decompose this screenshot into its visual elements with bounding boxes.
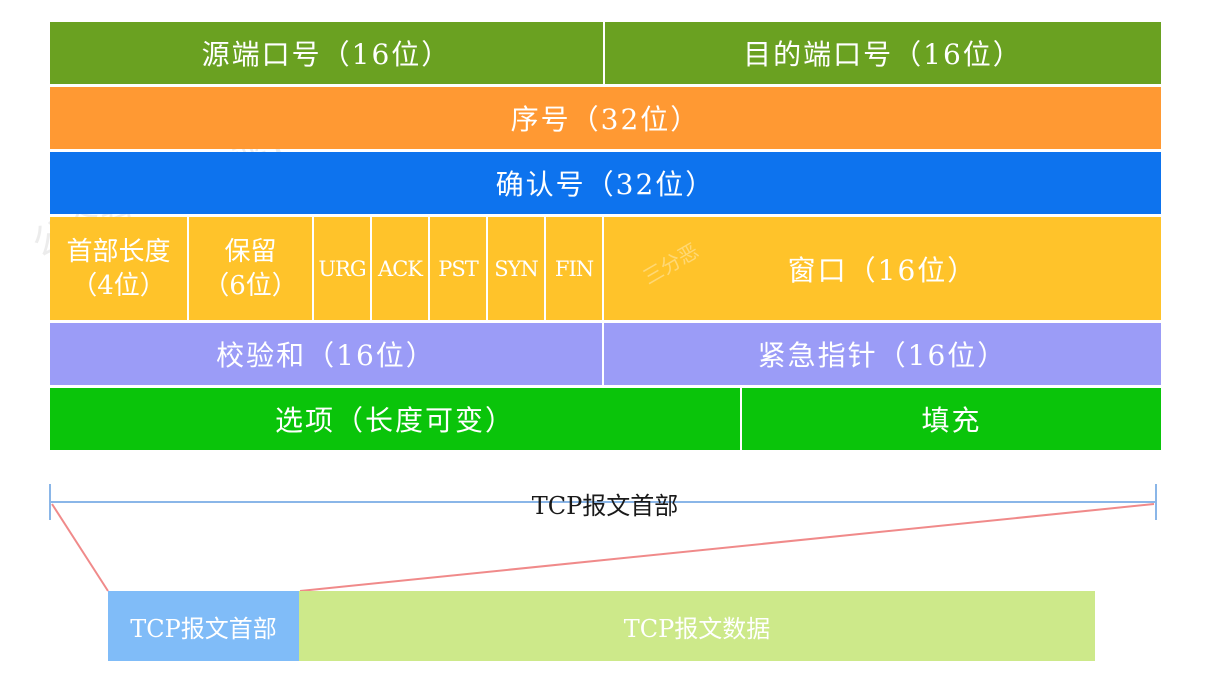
- flag-pst: PST: [430, 217, 488, 320]
- flag-ack: ACK: [372, 217, 430, 320]
- flag-syn: SYN: [488, 217, 546, 320]
- header-length-label: 首部长度: [66, 236, 171, 267]
- window-field: 窗口（16位）: [604, 217, 1161, 320]
- options-field: 选项（长度可变）: [50, 388, 742, 450]
- reserved-field: 保留 （6位）: [189, 217, 314, 320]
- expand-line-right: [299, 503, 1155, 592]
- header-length-field: 首部长度 （4位）: [50, 217, 189, 320]
- flag-fin: FIN: [546, 217, 604, 320]
- checksum-field: 校验和（16位）: [50, 323, 604, 385]
- expand-line-left: [51, 503, 109, 592]
- destination-port-field: 目的端口号（16位）: [605, 22, 1161, 84]
- urgent-pointer-field: 紧急指针（16位）: [604, 323, 1161, 385]
- ack-number-field: 确认号（32位）: [50, 152, 1161, 214]
- span-label: TCP报文首部: [531, 492, 679, 520]
- header-length-bits: （4位）: [71, 270, 166, 301]
- source-port-field: 源端口号（16位）: [50, 22, 605, 84]
- sequence-number-field: 序号（32位）: [50, 87, 1161, 149]
- window-label: 窗口（16位）: [787, 253, 978, 287]
- reserved-label: 保留: [224, 236, 277, 267]
- padding-field: 填充: [742, 388, 1161, 450]
- flag-urg: URG: [314, 217, 372, 320]
- reserved-bits: （6位）: [203, 270, 298, 301]
- segment-data-block: TCP报文数据: [299, 591, 1095, 661]
- segment-header-block: TCP报文首部: [108, 591, 299, 661]
